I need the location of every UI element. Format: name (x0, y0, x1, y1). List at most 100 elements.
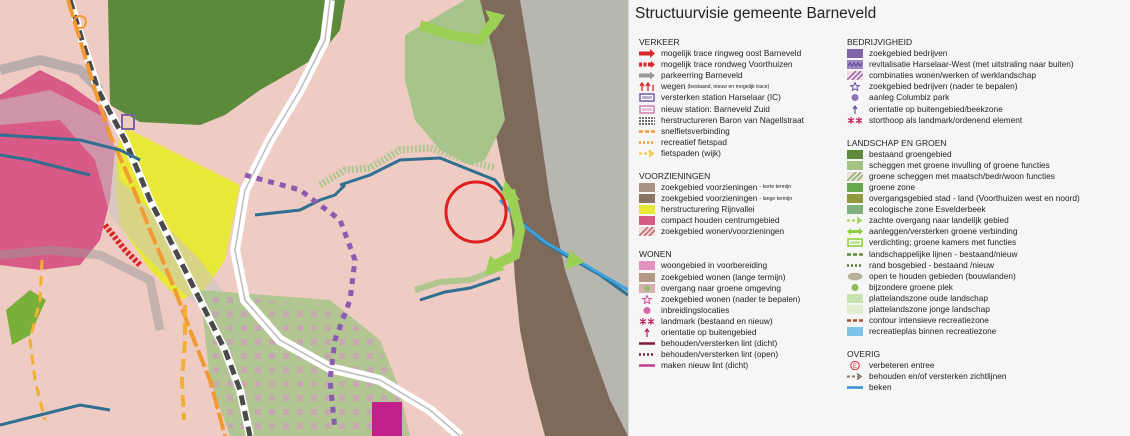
legend-swatch-hatch-icon (847, 71, 863, 81)
map-canvas[interactable] (0, 0, 628, 436)
legend-item-label: open te houden gebieden (bouwlanden) (869, 270, 1016, 281)
legend-item-label: fietspaden (wijk) (661, 147, 721, 158)
legend-item: inbreidingslocaties (639, 305, 849, 316)
legend-item: rand bosgebied - bestaand /nieuw (847, 260, 1129, 271)
legend-item-label: parkeerring Barneveld (661, 70, 743, 81)
legend-heading: OVERIG (847, 349, 881, 360)
legend-item-label: ecologische zone Esvelderbeek (869, 204, 986, 215)
legend-item: plattelandszone oude landschap (847, 293, 1129, 304)
stream-south (419, 276, 501, 302)
legend-item: plattelandszone jonge landschap (847, 304, 1129, 315)
legend-swatch-dash-icon (639, 127, 655, 135)
legend-item: wegen(bestaand, nieuw en mogelijk trace) (639, 81, 849, 92)
legend-item: zoekgebied voorzieningen- lange termijn (639, 193, 849, 204)
legend-item: herstructureren Baron van Nagellstraat (639, 115, 849, 126)
legend-item: nieuw station: Barneveld Zuid (639, 103, 849, 114)
legend-item-label: landschappelijke lijnen - bestaand/nieuw (869, 248, 1018, 259)
legend-item: zoekgebied bedrijven (847, 48, 1129, 59)
legend-item-note: - lange termijn (759, 195, 793, 202)
legend-swatch-fill-icon (847, 149, 863, 159)
legend-item-label: plattelandszone jonge landschap (869, 304, 990, 315)
legend-item: bestaand groengebied (847, 149, 1129, 160)
legend-swatch-dash-arrow-icon (847, 373, 863, 381)
green-top-arrow (418, 17, 499, 46)
legend-swatch-dash-icon (847, 250, 863, 258)
svg-text:E: E (853, 364, 857, 370)
legend-item-label: zoekgebied voorzieningen (661, 181, 758, 192)
legend-item: overgangsgebied stad - land (Voorthuizen… (847, 193, 1129, 204)
ring-road-trace (102, 223, 143, 268)
legend-item: orientatie op buitengebied (639, 327, 849, 338)
legend-swatch-asterisk-icon (639, 317, 655, 325)
legend-swatch-arrow-red-icon (639, 49, 655, 59)
legend-swatch-circle-icon (847, 283, 863, 291)
legend-item-label: zoekgebied bedrijven (869, 48, 948, 59)
legend-item: landschappelijke lijnen - bestaand/nieuw (847, 249, 1129, 260)
legend-item-label: snelfietsverbinding (661, 125, 730, 136)
legend-swatch-line-icon (639, 362, 655, 370)
legend-swatch-fill-icon (639, 182, 655, 192)
legend-item-label: verdichting; groene kamers met functies (869, 237, 1017, 248)
legend-swatch-asterisk-icon (847, 116, 863, 124)
legend-swatch-fill-icon (847, 49, 863, 59)
legend-swatch-arrows-up-icon (639, 82, 655, 92)
legend-swatch-fill-icon (639, 216, 655, 226)
entree-marker (73, 15, 87, 29)
legend-item-label: zoekgebied wonen/voorzieningen (661, 226, 785, 237)
green-edge-2 (414, 267, 497, 293)
legend-swatch-dot-icon (639, 138, 655, 146)
legend-item: groene zone (847, 182, 1129, 193)
legend-item-label: orientatie op buitengebied (661, 327, 757, 338)
legend-swatch-ellipse-icon (847, 272, 863, 281)
legend-item: verdichting; groene kamers met functies (847, 237, 1129, 248)
legend-item: recreatief fietspad (639, 137, 849, 148)
legend-swatch-fill-icon (639, 194, 655, 204)
legend-item-label: zoekgebied wonen (lange termijn) (661, 271, 786, 282)
legend-swatch-dash-red-icon (639, 61, 655, 69)
legend-item-label: scheggen met groene invulling of groene … (869, 159, 1050, 170)
legend-item-label: combinaties wonen/werken of werklandscha… (869, 70, 1036, 81)
legend-item-label: bestaand groengebied (869, 148, 952, 159)
fast-bike-route (66, 0, 227, 436)
legend-title: Structuurvisie gemeente Barneveld (635, 5, 877, 22)
legend-item-label: aanleggen/versterken groene verbinding (869, 226, 1018, 237)
legend-item-label: zoekgebied wonen (nader te bepalen) (661, 293, 801, 304)
legend-item-label: wegen (661, 81, 686, 92)
legend-item-label: herstructurering Rijnvallei (661, 204, 755, 215)
stream-bottom (0, 403, 111, 427)
legend-heading: LANDSCHAP EN GROEN (847, 137, 947, 148)
legend-item-label: versterken station Harselaar (IC) (661, 92, 781, 103)
legend-item: combinaties wonen/werken of werklandscha… (847, 70, 1129, 81)
legend-item: mogelijk trace ringweg oost Barneveld (639, 48, 849, 59)
legend-swatch-fill-icon (847, 182, 863, 192)
legend-item-label: recreatieplas binnen recreatiezone (869, 326, 997, 337)
legend-swatch-fill-pattern-icon (847, 60, 863, 70)
legend-item: parkeerring Barneveld (639, 70, 849, 81)
legend-item: zoekgebied bedrijven (nader te bepalen) (847, 81, 1129, 92)
legend-swatch-line-icon (847, 384, 863, 392)
forest-edge-area (465, 0, 628, 436)
legend-item: recreatieplas binnen recreatiezone (847, 326, 1129, 337)
legend-swatch-fill-icon (847, 305, 863, 315)
legend-item: aanleggen/versterken groene verbinding (847, 226, 1129, 237)
legend-item-label: verbeteren entree (869, 360, 935, 371)
legend-item-label: groene zone (869, 181, 916, 192)
legend-swatch-circle-icon (847, 94, 863, 102)
green-edge-1 (318, 144, 496, 189)
legend-item-label: behouden en/of versterken zichtlijnen (869, 371, 1007, 382)
legend-swatch-dash-icon (847, 317, 863, 325)
legend-item-label: bijzondere groene plek (869, 281, 953, 292)
legend-item-label: nieuw station: Barneveld Zuid (661, 103, 770, 114)
legend-item: aanleg Columbiz park (847, 92, 1129, 103)
legend-item-label: contour intensieve recreatiezone (869, 315, 989, 326)
legend-swatch-star-icon (639, 294, 655, 304)
legend-swatch-hatch-icon (639, 227, 655, 237)
legend-item: bijzondere groene plek (847, 282, 1129, 293)
